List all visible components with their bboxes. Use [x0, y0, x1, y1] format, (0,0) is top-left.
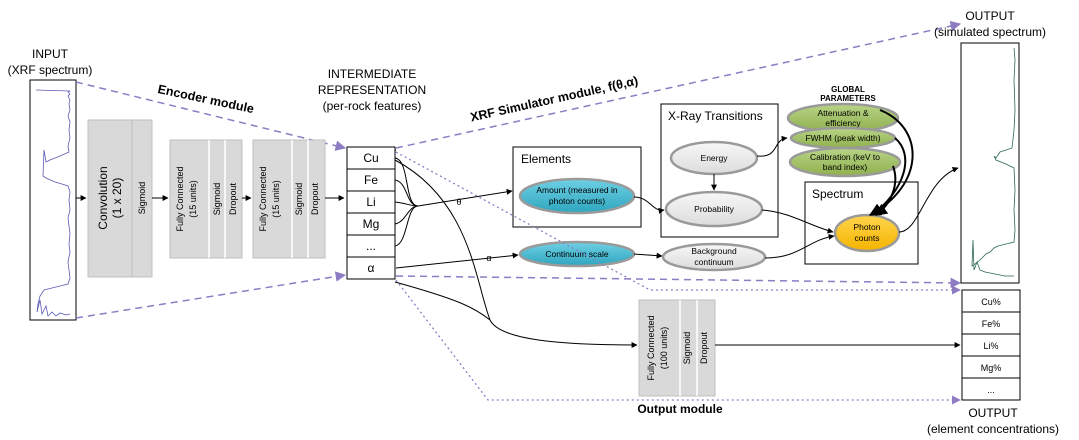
input-subtitle: (XRF spectrum) [8, 63, 93, 77]
probability-label: Probability [694, 204, 734, 214]
fc2-units-label: (15 units) [271, 180, 281, 218]
arrow-probability-photon [761, 209, 834, 234]
alpha-arrow [395, 252, 519, 269]
photon-counts-label-1: Photon [854, 222, 881, 232]
cell-ellipsis-pct [961, 377, 1021, 401]
arrow-to-fc-output [489, 319, 638, 348]
elements-title: Elements [521, 152, 571, 166]
amount-label-1: Amount (measured in [536, 185, 618, 195]
xray-title: X-Ray Transitions [668, 109, 763, 123]
fc-output-dropout-label: Dropout [699, 331, 709, 364]
conv-size-label: (1 x 20) [110, 178, 124, 219]
output-module-top-edge [395, 151, 961, 295]
intermediate-title-2: REPRESENTATION [318, 83, 426, 97]
fc1-sigmoid-label: Sigmoid [212, 183, 222, 216]
fc2-label: Fully Connected [258, 166, 268, 231]
simulator-bottom-edge [395, 275, 962, 289]
encoder-bottom-edge [75, 271, 347, 319]
output-spectrum-box [960, 42, 1020, 284]
encoder-module-label: Encoder module [156, 82, 255, 116]
attenuation-label-1: Attenuation & [817, 108, 868, 118]
output-bottom-title: OUTPUT [968, 406, 1018, 420]
bg-continuum-label-1: Background [691, 246, 737, 256]
conv-sigmoid-label: Sigmoid [137, 182, 147, 215]
curve-mg [394, 205, 419, 225]
arrow-continuum-bg [633, 252, 663, 259]
input-title: INPUT [32, 47, 69, 61]
output-module-bottom-edge [395, 279, 961, 405]
cell-ellipsis-label: ... [366, 239, 376, 253]
fc2-dropout-label: Dropout [310, 182, 320, 215]
cell-alpha [346, 256, 396, 280]
curve-cu [394, 157, 419, 207]
cell-alpha-label: α [368, 261, 375, 275]
input-spectrum-trace [35, 89, 71, 317]
cell-cu-label: Cu [363, 151, 378, 165]
global-title-2: PARAMETERS [820, 94, 876, 103]
theta-arrow [417, 188, 513, 207]
fc2-block [252, 139, 326, 259]
curve-li [394, 201, 419, 207]
output-module-label: Output module [637, 402, 723, 416]
concentration-cells: Cu% Fe% Li% Mg% ... [961, 289, 1021, 401]
conv-label: Convolution [96, 166, 110, 229]
arrow-calibration-photon [875, 165, 897, 216]
curve-ellipsis [394, 205, 419, 247]
arrow-background-photon [764, 233, 835, 259]
output-spectrum-trace [971, 47, 1016, 277]
fc-output-units-label: (100 units) [659, 327, 669, 370]
amount-label-2: photon counts) [549, 196, 605, 206]
output-top-subtitle: (simulated spectrum) [934, 25, 1046, 39]
bg-continuum-label-2: continuum [694, 257, 733, 267]
cell-mg-pct-label: Mg% [981, 363, 1002, 373]
simulator-module-label: XRF Simulator module, f(θ,α) [469, 74, 639, 125]
fwhm-label: FWHM (peak width) [805, 133, 880, 143]
fc1-units-label: (15 units) [188, 180, 198, 218]
fc-output-label: Fully Connected [646, 315, 656, 380]
fc1-label: Fully Connected [175, 166, 185, 231]
cell-fe-label: Fe [364, 173, 378, 187]
curve-cells-output-2 [394, 159, 491, 321]
energy-label: Energy [701, 153, 729, 163]
calibration-label-2: band index) [823, 162, 868, 172]
fc2-sigmoid-label: Sigmoid [294, 183, 304, 216]
input-spectrum-box [29, 79, 77, 321]
background-continuum-node [661, 242, 767, 272]
output-top-title: OUTPUT [965, 9, 1015, 23]
photon-counts-label-2: counts [854, 233, 879, 243]
fc1-dropout-label: Dropout [228, 182, 238, 215]
output-bottom-subtitle: (element concentrations) [927, 422, 1059, 436]
attenuation-label-2: efficiency [825, 118, 861, 128]
curve-cells-output-1 [394, 281, 491, 321]
cell-li-label: Li [366, 195, 375, 209]
intermediate-title-3: (per-rock features) [323, 99, 422, 113]
intermediate-cells: Cu Fe Li Mg ... α [346, 146, 396, 280]
cell-li-pct-label: Li% [983, 341, 998, 351]
calibration-node [788, 146, 902, 178]
cell-fe-pct-label: Fe% [982, 319, 1001, 329]
arrow-energy-fwhm [756, 135, 788, 157]
cell-ellipsis-pct-label: ... [987, 385, 995, 395]
fc1-block [169, 139, 243, 259]
spectrum-title: Spectrum [812, 187, 863, 201]
arrow-photon-output [898, 167, 959, 233]
cell-mg-label: Mg [363, 217, 380, 231]
encoder-top-edge [75, 81, 347, 151]
continuum-scale-label: Continuum scale [545, 249, 609, 259]
fc-output-sigmoid-label: Sigmoid [682, 332, 692, 365]
intermediate-title-1: INTERMEDIATE [328, 67, 416, 81]
arrow-amount-probability [633, 196, 665, 214]
curve-fe [394, 179, 419, 207]
theta-label: θ [456, 197, 461, 207]
probability-node [664, 190, 764, 228]
alpha-edge-label: α [486, 253, 491, 263]
calibration-label-1: Calibration (keV to [810, 152, 880, 162]
amount-node [518, 177, 636, 215]
simulator-top-edge [395, 20, 962, 149]
global-title-1: GLOBAL [831, 85, 865, 94]
fc-output-block [638, 299, 716, 397]
cell-cu-pct-label: Cu% [981, 297, 1001, 307]
photon-counts-node [833, 213, 901, 253]
